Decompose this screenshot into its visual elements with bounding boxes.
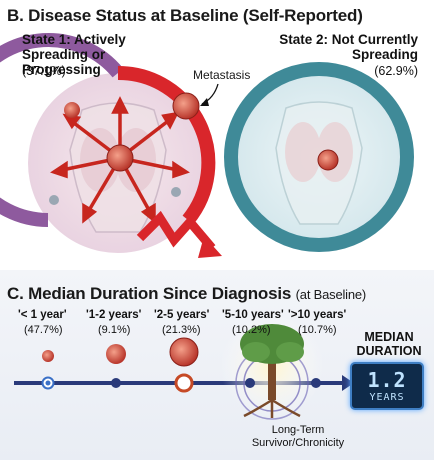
- timeline-label-1-2: '1-2 years': [86, 309, 142, 321]
- tumor-size-2-5-icon: [169, 337, 199, 367]
- median-duration-value: 1.2: [367, 368, 407, 392]
- metastasis-label: Metastasis: [193, 68, 251, 82]
- timeline-percent-gt10: (10.7%): [298, 324, 337, 336]
- decline-arrowhead-icon: [198, 236, 222, 258]
- tumor-size-lt1-icon: [42, 350, 54, 362]
- timeline-label-5-10: '5-10 years': [222, 309, 284, 321]
- timeline-percent-5-10: (10.2%): [232, 324, 271, 336]
- section-c-title: C. Median Duration Since Diagnosis (at B…: [7, 284, 367, 303]
- state1-heading: State 1: Actively Spreading or Progressi…: [22, 32, 126, 77]
- timeline-marker-1-2: [111, 378, 121, 388]
- state1-percent: (37.1%): [22, 64, 66, 78]
- timeline-marker-5-10: [245, 378, 255, 388]
- metastasis-cell-icon: [49, 195, 59, 205]
- decline-arrow-icon: [136, 210, 216, 251]
- metastasis-cell-icon: [171, 187, 181, 197]
- tumor-size-1-2-icon: [106, 344, 126, 364]
- timeline-arrowhead: [342, 375, 354, 391]
- survivor-label: Long-Term Survivor/Chronicity: [251, 424, 345, 449]
- metastasis-pointer-arrowhead: [200, 98, 209, 106]
- timeline-percent-1-2: (9.1%): [98, 324, 131, 336]
- metastasis-cell-icon: [64, 102, 80, 118]
- timeline-percent-lt1: (47.7%): [24, 324, 63, 336]
- timeline-percent-2-5: (21.3%): [162, 324, 201, 336]
- section-c-title-suffix: (at Baseline): [295, 287, 367, 302]
- tree-illustration: [220, 314, 324, 420]
- timeline-label-2-5: '2-5 years': [154, 309, 210, 321]
- section-b-title: B. Disease Status at Baseline (Self-Repo…: [7, 6, 363, 25]
- timeline-label-lt1: '< 1 year': [18, 309, 67, 321]
- timeline-label-gt10: '>10 years': [288, 309, 347, 321]
- timeline-marker-gt10: [311, 378, 321, 388]
- contained-tumor-icon: [317, 149, 339, 171]
- timeline-marker-2-5: [174, 373, 194, 393]
- state2-heading: State 2: Not Currently Spreading: [279, 32, 418, 62]
- median-duration-title: MEDIAN DURATION: [356, 330, 422, 358]
- metastasis-cell-icon: [172, 92, 200, 120]
- median-duration-unit: YEARS: [369, 392, 405, 403]
- state2-percent: (62.9%): [374, 64, 418, 78]
- primary-tumor-icon: [106, 144, 134, 172]
- median-duration-display: 1.2 YEARS: [350, 362, 424, 410]
